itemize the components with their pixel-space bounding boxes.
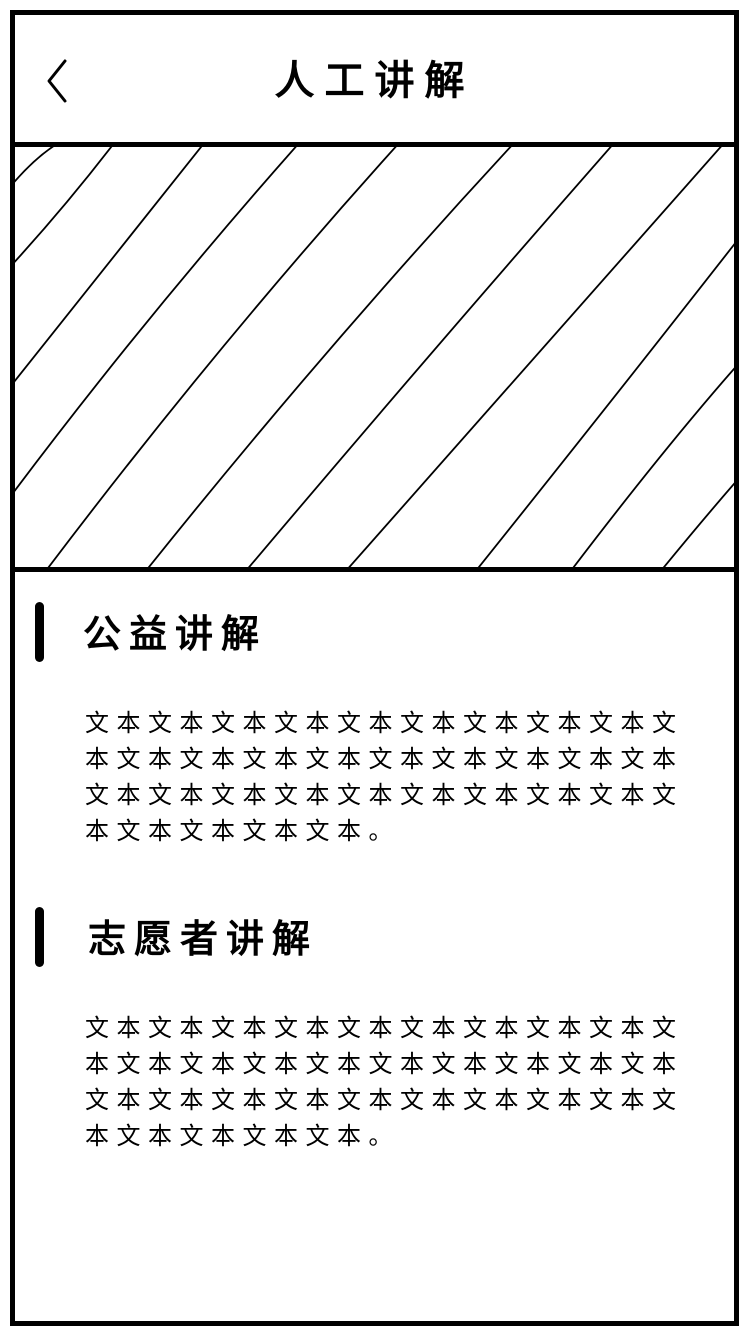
section-accent-bar	[35, 907, 44, 967]
back-button[interactable]	[37, 55, 85, 107]
banner-image-placeholder	[15, 147, 734, 572]
phone-frame: 人工讲解 公益讲解 文本文本文本文本文本文本文本文本文本文本文本文本文本文本文本…	[10, 10, 739, 1326]
page-title: 人工讲解	[274, 58, 475, 104]
section-accent-bar	[35, 602, 44, 662]
hatch-pattern	[15, 147, 734, 567]
section-body: 文本文本文本文本文本文本文本文本文本文本文本文本文本文本文本文本文本文本文本文本…	[85, 1014, 684, 1150]
header: 人工讲解	[15, 15, 734, 147]
section-title: 志愿者讲解	[88, 917, 319, 961]
chevron-left-icon	[47, 59, 67, 103]
section-title: 公益讲解	[83, 612, 268, 656]
section-body: 文本文本文本文本文本文本文本文本文本文本文本文本文本文本文本文本文本文本文本文本…	[85, 709, 684, 845]
